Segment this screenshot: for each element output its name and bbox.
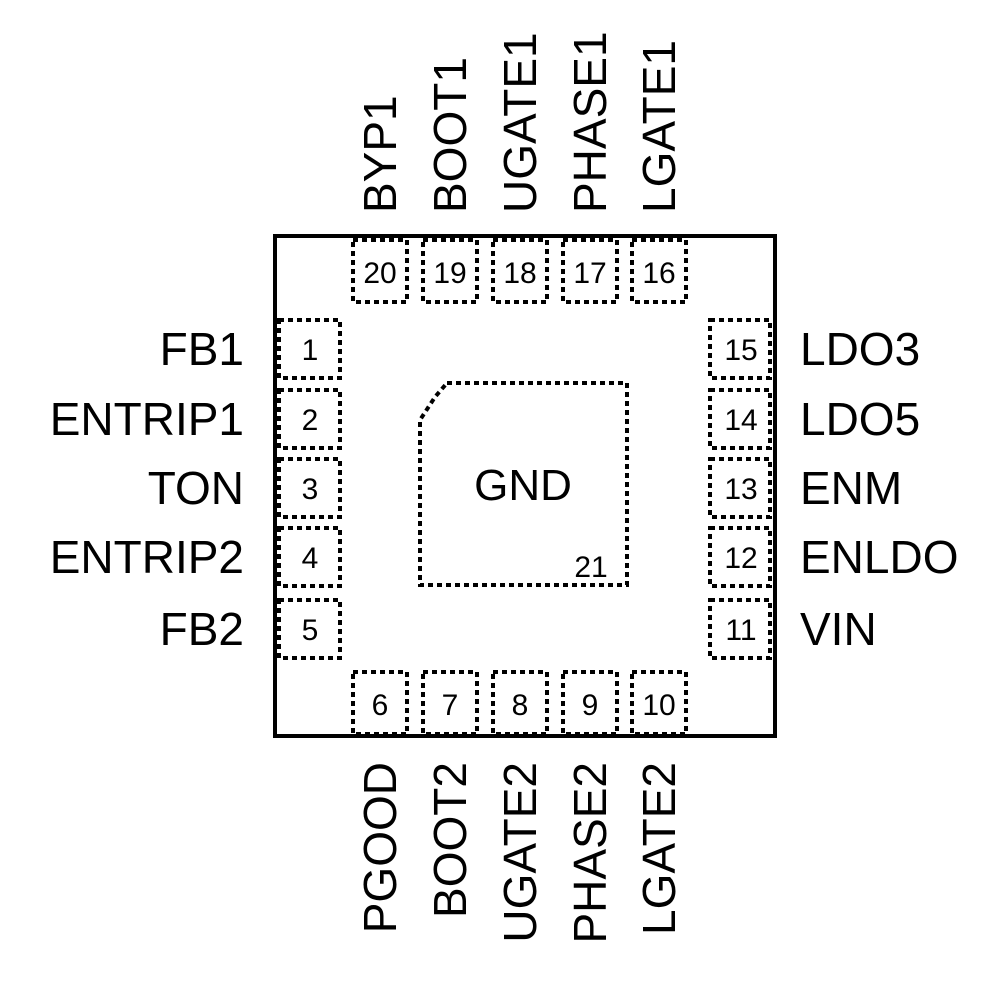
- pin-name-enm: ENM: [800, 462, 902, 514]
- pin-pad-20: [351, 238, 409, 304]
- pin-name-pgood: PGOOD: [354, 762, 406, 933]
- exposed-pad-number: 21: [574, 551, 607, 584]
- pin-pad-19: [421, 238, 479, 304]
- pin-name-phase1: PHASE1: [564, 31, 616, 213]
- pin-pad-11: [708, 598, 772, 660]
- pin-number-17: 17: [573, 257, 606, 290]
- pin-pad-16: [630, 238, 688, 304]
- pin-name-boot2: BOOT2: [424, 762, 476, 918]
- pin-number-8: 8: [512, 689, 529, 722]
- pin-number-3: 3: [302, 473, 319, 506]
- pin-name-fb1: FB1: [160, 323, 244, 375]
- pin-pad-18: [491, 238, 549, 304]
- exposed-pad-outline: [418, 381, 629, 587]
- pin-pad-9: [561, 670, 619, 736]
- pin-number-10: 10: [642, 689, 675, 722]
- pin-name-ton: TON: [148, 462, 244, 514]
- pin-pad-13: [708, 457, 772, 519]
- pin-pad-15: [708, 318, 772, 380]
- pin-pad-6: [351, 670, 409, 736]
- pin-name-phase2: PHASE2: [564, 762, 616, 944]
- pin-name-ldo3: LDO3: [800, 323, 920, 375]
- pin-number-4: 4: [302, 542, 319, 575]
- pin-number-7: 7: [442, 689, 459, 722]
- pins-layer: 1 FB1 2 ENTRIP1 3 TON 4 ENTRIP2 5 FB2 11 VIN 12 ENLDO…: [50, 31, 959, 943]
- pin-name-boot1: BOOT1: [424, 57, 476, 213]
- pin-pad-12: [708, 526, 772, 588]
- pin-name-ldo5: LDO5: [800, 393, 920, 445]
- pin-number-19: 19: [433, 257, 466, 290]
- pin-name-byp1: BYP1: [354, 95, 406, 213]
- pin-name-enldo: ENLDO: [800, 531, 958, 583]
- pin-number-18: 18: [503, 257, 536, 290]
- pin-number-2: 2: [302, 404, 319, 437]
- pin-name-lgate2: LGATE2: [633, 762, 685, 935]
- pin-number-14: 14: [724, 404, 757, 437]
- pin-name-fb2: FB2: [160, 603, 244, 655]
- pin-number-15: 15: [724, 334, 757, 367]
- pin-number-6: 6: [372, 689, 389, 722]
- pin-number-13: 13: [724, 473, 757, 506]
- pin-name-entrip2: ENTRIP2: [50, 531, 244, 583]
- pin-pad-5: [277, 598, 342, 660]
- pin-name-entrip1: ENTRIP1: [50, 393, 244, 445]
- pin-pad-7: [421, 670, 479, 736]
- pin-pad-14: [708, 388, 772, 450]
- pin-number-11: 11: [725, 614, 756, 647]
- pin-pad-8: [491, 670, 549, 736]
- pin-pad-2: [277, 388, 342, 450]
- pin-number-9: 9: [582, 689, 599, 722]
- pin-number-1: 1: [302, 334, 319, 367]
- pin-pad-4: [277, 526, 342, 588]
- pin-number-12: 12: [724, 542, 757, 575]
- pin-name-ugate1: UGATE1: [494, 32, 546, 213]
- exposed-pad-label: GND: [474, 461, 572, 510]
- pin-pad-1: [277, 318, 342, 380]
- pin-number-20: 20: [363, 257, 396, 290]
- pin-name-ugate2: UGATE2: [494, 762, 546, 943]
- pin-pad-17: [561, 238, 619, 304]
- pin-pad-3: [277, 457, 342, 519]
- pin-name-lgate1: LGATE1: [633, 40, 685, 213]
- pin-number-16: 16: [642, 257, 675, 290]
- pin-pad-10: [630, 670, 688, 736]
- pin-name-vin: VIN: [800, 603, 877, 655]
- pin-number-5: 5: [302, 614, 319, 647]
